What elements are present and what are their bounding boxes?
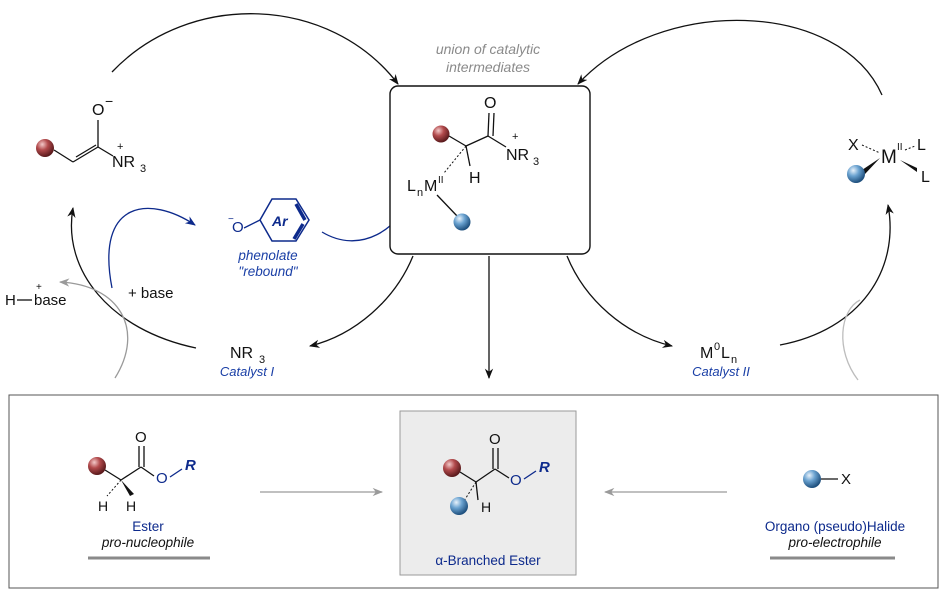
product-r: R	[539, 459, 550, 476]
catalyst2-label: Catalyst II	[692, 364, 750, 379]
catalyst1-formula: NR	[230, 345, 253, 362]
blue-sphere-intermediate	[453, 213, 471, 231]
intermediate-metal-L: L	[407, 178, 416, 195]
intermediate-metal-sub: n	[417, 187, 423, 199]
catalyst1-label: Catalyst I	[220, 364, 275, 379]
arc-left-up	[67, 206, 197, 349]
blue-sphere-metal-complex	[847, 165, 865, 183]
metal-complex-l2: L	[921, 169, 930, 186]
product-oxygen-top: O	[489, 431, 501, 448]
catalyst2-l: L	[721, 345, 730, 362]
base-h: H	[5, 292, 16, 309]
phenolate-caption-line1: phenolate	[237, 248, 297, 263]
intermediate-amine-sub: 3	[533, 156, 539, 168]
enolate-amine: NR	[112, 154, 135, 171]
metal-complex-l1: L	[917, 137, 926, 154]
product-name: α-Branched Ester	[435, 553, 541, 568]
arc-top-right	[577, 19, 883, 96]
red-sphere-ester	[88, 457, 106, 475]
catalyst2-m: M	[700, 345, 713, 362]
metal-complex-m: M	[881, 147, 897, 168]
enolate-charge: −	[105, 93, 113, 109]
grey-arc-left	[58, 278, 129, 379]
center-label-line1: union of catalytic	[436, 41, 540, 57]
enolate-oxygen: O	[92, 102, 104, 119]
ester-h2: H	[126, 498, 136, 514]
metal-complex-x: X	[848, 137, 859, 154]
center-label-line2: intermediates	[446, 59, 530, 75]
enolate-plus: +	[117, 141, 123, 153]
blue-arrow-base-to-phenolate	[108, 207, 196, 289]
ester-oxygen: O	[156, 470, 168, 487]
blue-sphere-halide	[803, 470, 821, 488]
halide-role: pro-electrophile	[787, 535, 881, 550]
base-plus: +	[36, 282, 42, 293]
product-h: H	[481, 499, 491, 515]
catalyst2-sup: 0	[714, 341, 720, 353]
intermediate-oxygen: O	[484, 95, 496, 112]
intermediate-metal-M: M	[424, 178, 437, 195]
arc-top-left	[111, 13, 399, 85]
arc-box-to-cat1	[308, 255, 414, 348]
ester-oxygen-top: O	[135, 429, 147, 446]
arc-box-to-cat2	[566, 255, 674, 348]
red-sphere-intermediate	[432, 125, 450, 143]
halide-name: Organo (pseudo)Halide	[765, 519, 905, 534]
phenolate-caption-line2: "rebound"	[238, 264, 298, 279]
intermediate-plus: +	[512, 131, 518, 143]
intermediate-metal-ox: II	[438, 175, 444, 186]
grey-arc-right	[842, 299, 861, 381]
metal-complex-ox: II	[897, 142, 903, 153]
base-added-label: + base	[128, 285, 173, 302]
phenolate-charge: −	[228, 214, 234, 225]
ester-h1: H	[98, 498, 108, 514]
phenolate-oxygen: O	[232, 219, 244, 236]
ester-role: pro-nucleophile	[101, 535, 194, 550]
phenolate-ring-label: Ar	[271, 213, 289, 229]
red-sphere-enolate	[36, 139, 54, 157]
ester-r: R	[185, 457, 196, 474]
arc-right-up	[779, 203, 894, 346]
base-name: base	[34, 292, 67, 309]
phenolate-ring	[259, 198, 310, 242]
product-panel	[399, 410, 577, 576]
red-sphere-product	[443, 459, 461, 477]
catalyst2-sub: n	[731, 354, 737, 366]
blue-sphere-product	[450, 497, 468, 515]
halide-x: X	[841, 471, 851, 488]
ester-name: Ester	[132, 519, 164, 534]
intermediate-hydrogen: H	[469, 170, 481, 187]
intermediate-amine: NR	[506, 147, 529, 164]
enolate-amine-sub: 3	[140, 163, 146, 175]
catalyst1-formula-sub: 3	[259, 354, 265, 366]
product-oxygen: O	[510, 472, 522, 489]
